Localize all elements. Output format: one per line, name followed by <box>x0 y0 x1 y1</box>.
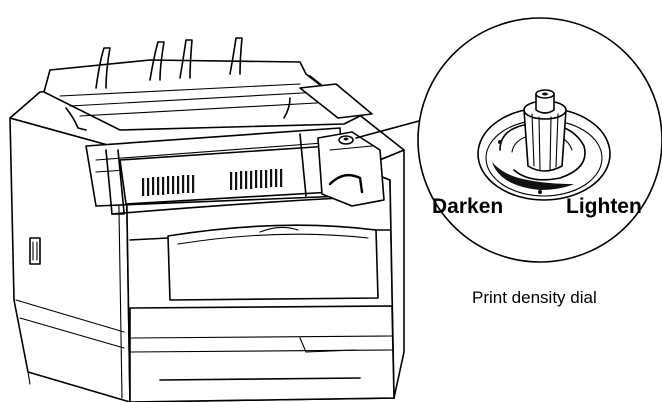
front-access-door <box>129 224 391 301</box>
lighten-label: Lighten <box>566 195 642 218</box>
density-dial-callout: Darken Lighten <box>355 17 662 263</box>
darken-label: Darken <box>432 195 503 218</box>
paper-tray <box>129 305 395 402</box>
side-port <box>29 237 41 265</box>
control-panel-area <box>317 131 385 207</box>
dial-magnified <box>477 89 611 201</box>
dial-caption: Print density dial <box>472 288 597 307</box>
cartridge-bay <box>85 127 345 215</box>
